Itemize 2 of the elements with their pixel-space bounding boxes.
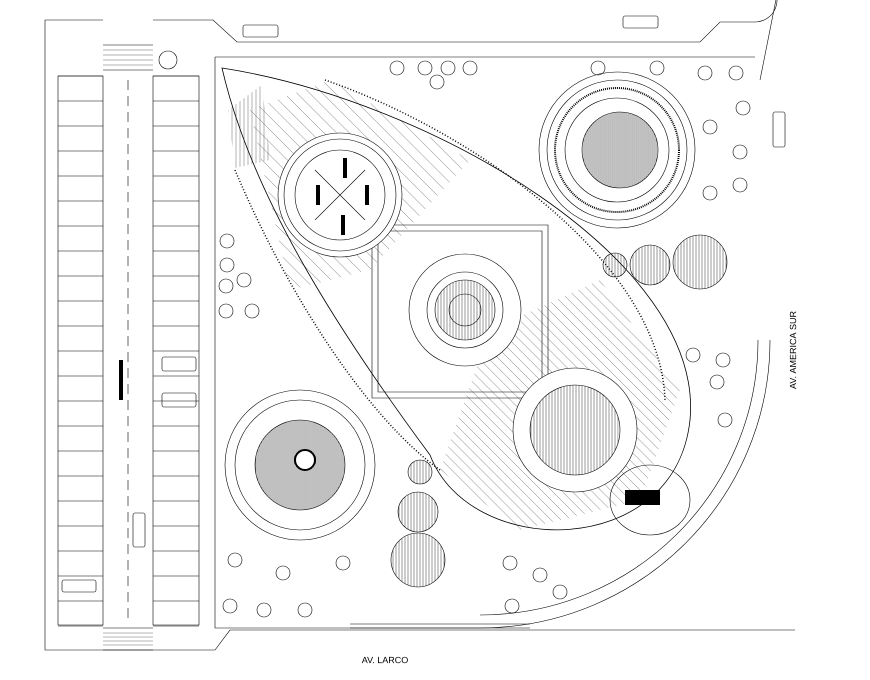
street-name: AV. LARCO xyxy=(362,656,408,664)
street-name: AV. AMERICA SUR xyxy=(790,311,796,389)
